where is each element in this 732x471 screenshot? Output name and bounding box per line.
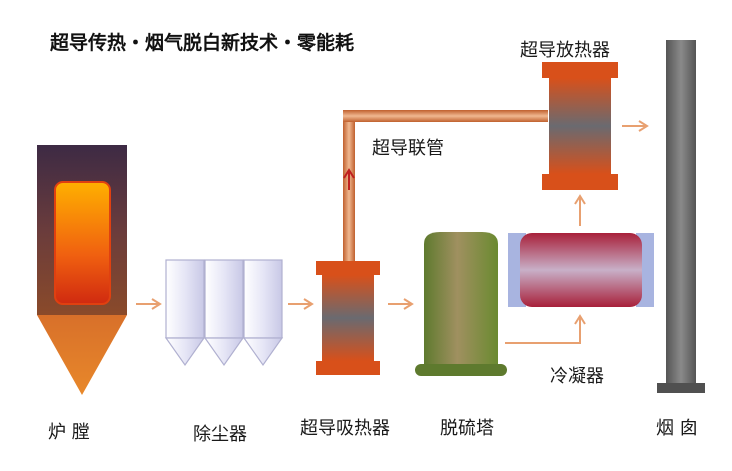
condenser [508, 233, 654, 307]
flow-arrow [136, 298, 162, 310]
flow-arrow [505, 314, 586, 344]
superconducting-pipe [343, 110, 548, 262]
heat-absorber [316, 261, 380, 375]
dust-collector [164, 259, 284, 367]
label-desulfurization-tower: 脱硫塔 [440, 418, 494, 439]
flow-arrow [622, 120, 649, 132]
label-absorber: 超导吸热器 [300, 418, 390, 439]
heat-radiator [542, 62, 618, 190]
label-radiator: 超导放热器 [520, 40, 610, 61]
label-pipe: 超导联管 [372, 138, 444, 159]
furnace [37, 145, 127, 395]
label-furnace: 炉 膛 [48, 422, 90, 443]
flow-arrow [388, 298, 414, 310]
label-condenser: 冷凝器 [550, 366, 604, 387]
flow-arrow [288, 298, 314, 310]
label-dust-collector: 除尘器 [193, 424, 247, 445]
label-chimney: 烟 囱 [656, 418, 698, 439]
desulfurization-tower [415, 232, 507, 376]
flow-arrow [574, 194, 586, 226]
chimney [657, 40, 705, 393]
page-title: 超导传热・烟气脱白新技术・零能耗 [50, 32, 355, 54]
